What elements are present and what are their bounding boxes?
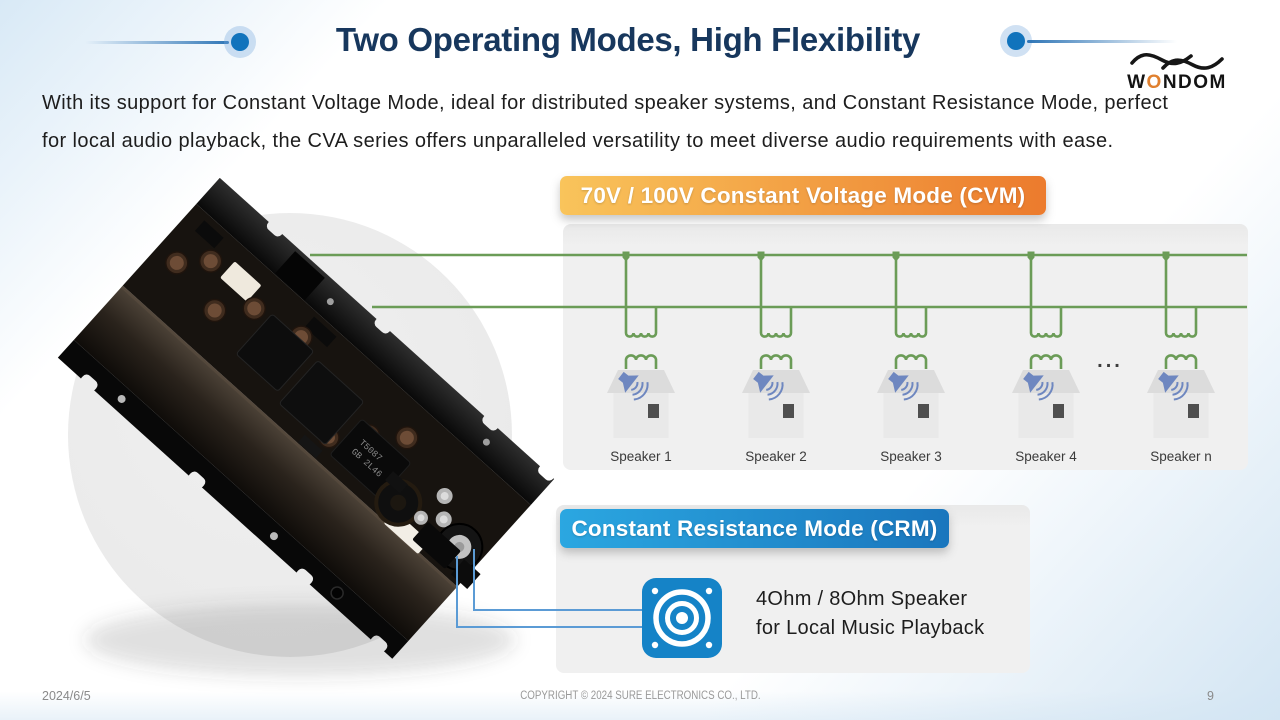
crm-desc-line1: 4Ohm / 8Ohm Speaker [756,588,968,610]
crm-wires [456,549,660,628]
title-accent-dot-left [231,33,249,51]
speaker-box-icon [642,578,722,658]
title-accent-dot-right [1007,32,1025,50]
speaker-label-1: Speaker 1 [610,449,672,464]
cvm-banner-label: 70V / 100V Constant Voltage Mode (CVM) [580,182,1026,208]
speaker-bus-lines [310,253,1247,309]
crm-banner: Constant Resistance Mode (CRM) [560,509,949,548]
crm-banner-label: Constant Resistance Mode (CRM) [571,515,938,541]
logo-letter-o: O [1146,72,1163,93]
speaker-drop-4 [1010,250,1082,440]
wondom-waves-icon [1130,52,1224,70]
brand-logo: WONDOM [1118,48,1236,92]
logo-letter-w: W [1127,72,1147,93]
speaker-label-2: Speaker 2 [745,449,807,464]
speaker-drop-n [1145,250,1217,440]
footer-copyright: COPYRIGHT © 2024 SURE ELECTRONICS CO., L… [519,690,761,702]
title-accent-line-left [85,41,229,44]
amplifier-board-image: T5087 GB 2L46 [57,178,555,676]
speaker-drop-3 [875,250,947,440]
speaker-label-3: Speaker 3 [880,449,942,464]
footer-date: 2024/6/5 [42,689,91,703]
brand-wordmark: WONDOM [1118,72,1236,93]
logo-letters-ndom: NDOM [1162,72,1227,93]
title-accent-line-right [1027,40,1177,43]
speaker-drop-1 [605,250,677,440]
speaker-label-4: Speaker 4 [1015,449,1077,464]
ellipsis: ... [1097,350,1123,372]
speaker-label-n: Speaker n [1150,449,1212,464]
page-title: Two Operating Modes, High Flexibility [335,21,921,58]
intro-line2: for local audio playback, the CVA series… [42,130,1114,152]
cvm-banner: 70V / 100V Constant Voltage Mode (CVM) [560,176,1046,215]
footer-page-number: 9 [1207,689,1214,703]
speaker-drop-2 [740,250,812,440]
intro-line1: With its support for Constant Voltage Mo… [42,92,1169,114]
crm-desc-line2: for Local Music Playback [756,617,985,639]
